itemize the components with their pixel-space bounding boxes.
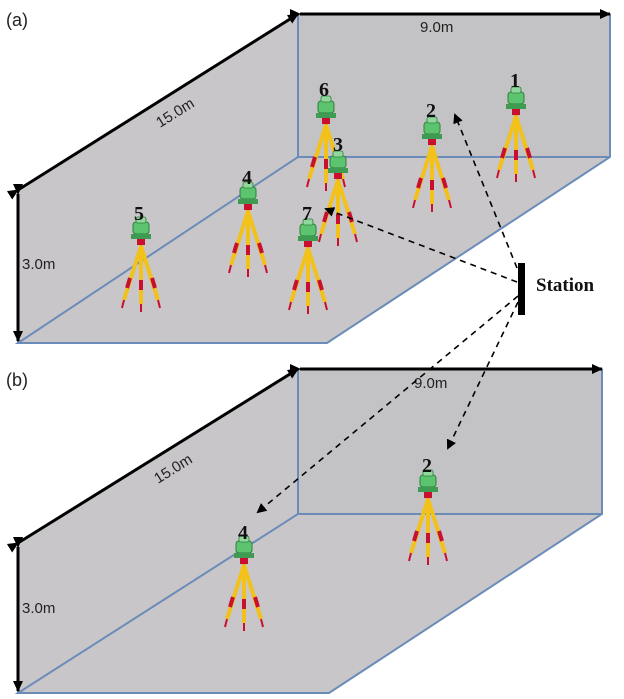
tripod-a-2: 2 bbox=[411, 100, 453, 214]
panel-b-label: (b) bbox=[6, 370, 28, 390]
tripod-a-6-label: 6 bbox=[319, 79, 329, 101]
station: Station bbox=[518, 263, 595, 315]
sight-line-to-a7 bbox=[324, 207, 518, 283]
room-b-back-wall bbox=[298, 369, 602, 514]
dim-a-width-label: 9.0m bbox=[420, 19, 453, 36]
tripod-a-4: 4 bbox=[227, 167, 269, 279]
tripod-a-2-label: 2 bbox=[426, 100, 436, 122]
panel-b: (b) 9.0m 15.0m 3.0m 2 4 bbox=[6, 364, 603, 694]
dim-b-height-label: 3.0m bbox=[22, 600, 55, 617]
station-label: Station bbox=[536, 275, 595, 296]
tripod-b-2: 2 bbox=[407, 455, 449, 567]
sight-lines bbox=[256, 113, 519, 514]
tripod-a-1: 1 bbox=[495, 70, 537, 184]
sight-line-to-b2 bbox=[446, 301, 519, 450]
dim-a-length bbox=[6, 12, 299, 200]
tripod-a-6: 6 bbox=[305, 79, 347, 193]
tripod-a-7-label: 7 bbox=[302, 203, 312, 225]
tripod-b-4-label: 4 bbox=[238, 522, 248, 544]
tripod-a-5-label: 5 bbox=[134, 203, 144, 225]
tripod-a-3: 3 bbox=[317, 134, 359, 248]
panel-a-label: (a) bbox=[6, 10, 28, 30]
tripod-a-3-label: 3 bbox=[333, 134, 343, 156]
tripod-b-2-label: 2 bbox=[422, 455, 432, 477]
tripod-a-1-label: 1 bbox=[510, 70, 520, 92]
tripod-a-4-label: 4 bbox=[242, 167, 252, 189]
dim-a-height-label: 3.0m bbox=[22, 256, 55, 273]
sight-line-to-b4 bbox=[256, 295, 519, 514]
tripod-a-7: 7 bbox=[287, 203, 329, 316]
sight-line-to-a2 bbox=[453, 113, 518, 269]
dim-b-length bbox=[6, 367, 299, 553]
tripod-a-5: 5 bbox=[120, 203, 162, 314]
station-marker bbox=[518, 263, 525, 315]
panel-a: (a) 9.0m 15.0m 3.0m 1 2 6 3 bbox=[6, 9, 611, 344]
tripod-b-4: 4 bbox=[223, 522, 265, 633]
dim-b-width-label: 9.0m bbox=[414, 375, 447, 392]
room-a-back-wall bbox=[298, 14, 610, 157]
